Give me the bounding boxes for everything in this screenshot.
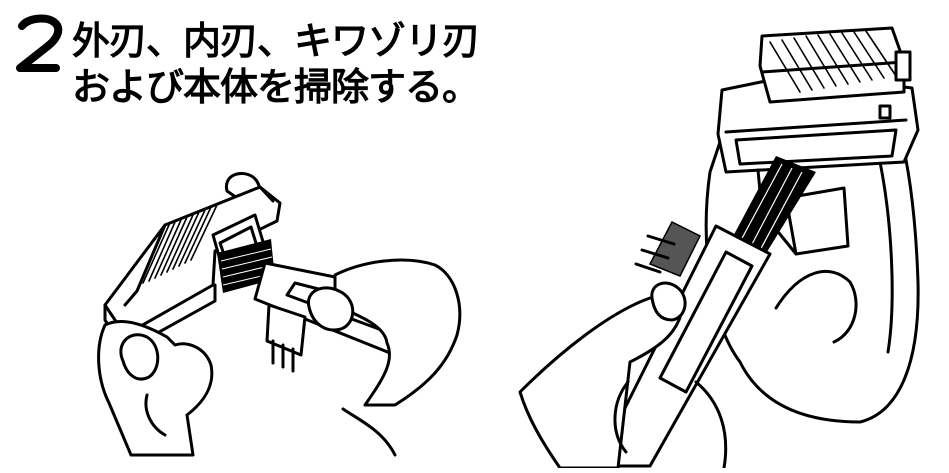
instruction-line-1: 外刃、内刃、キワゾリ刃 bbox=[72, 19, 480, 63]
illustration-cleaning-shaver-body bbox=[500, 22, 940, 470]
illustration-cleaning-outer-blade bbox=[95, 165, 475, 465]
step-number bbox=[6, 14, 72, 74]
step-number-glyph bbox=[16, 14, 63, 72]
step-instruction: 外刃、内刃、キワゾリ刃 および本体を掃除する。 bbox=[72, 18, 480, 110]
instruction-line-2: および本体を掃除する。 bbox=[72, 65, 480, 109]
